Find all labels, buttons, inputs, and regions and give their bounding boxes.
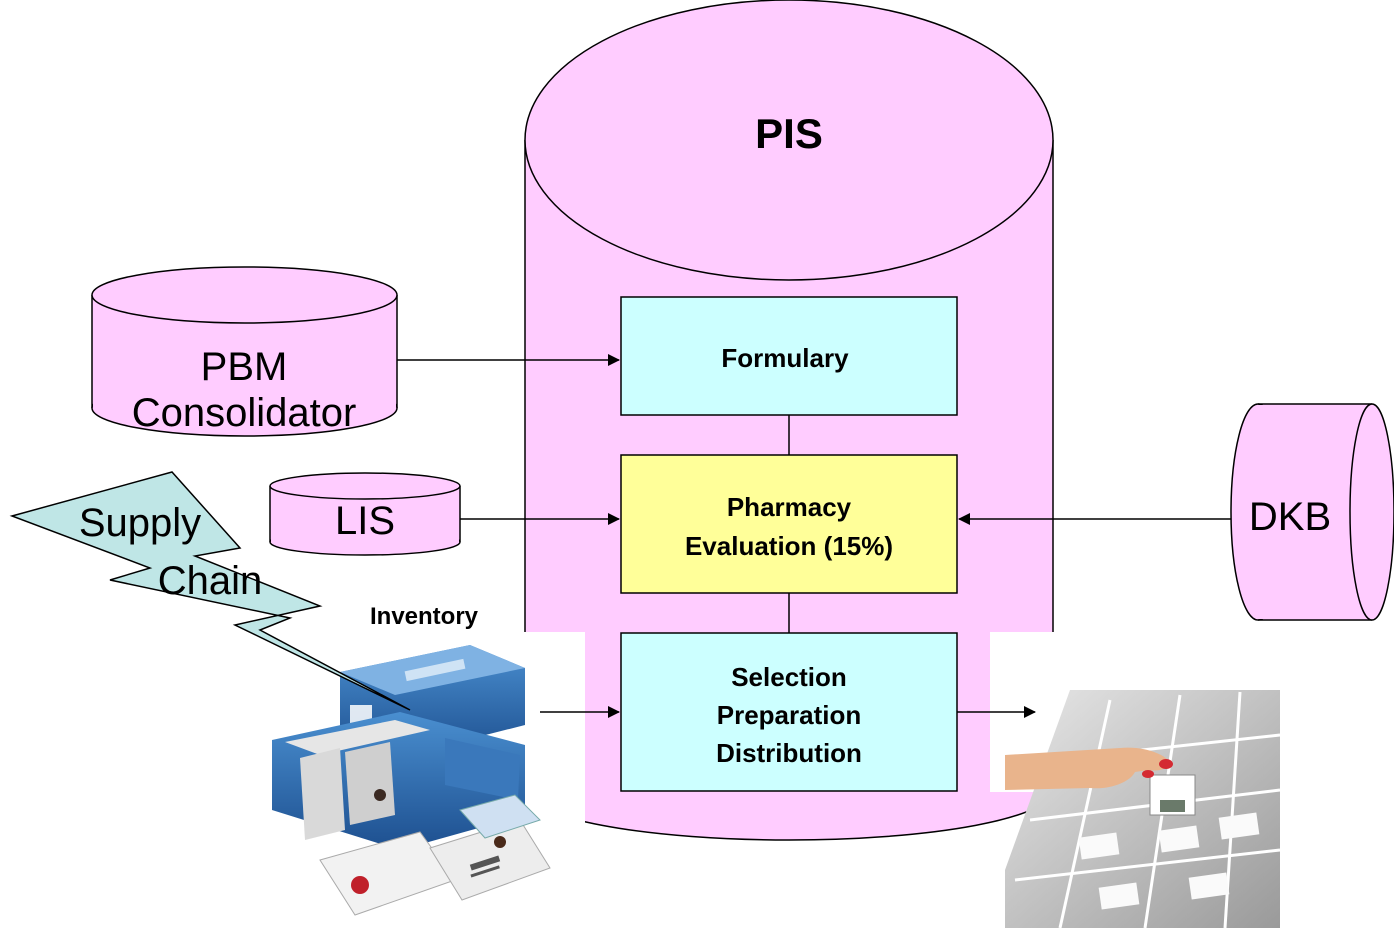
pis-cylinder: PIS	[524, 0, 1054, 841]
pharmacy-label-line1: Pharmacy	[727, 492, 852, 522]
supply-chain-line1: Supply	[79, 501, 201, 545]
dkb-cylinder: DKB	[1230, 403, 1394, 621]
pbm-consolidator-cylinder: PBM Consolidator	[91, 266, 398, 437]
pis-label: PIS	[755, 110, 823, 157]
lis-label: LIS	[335, 499, 395, 543]
pharmacy-evaluation-box: Pharmacy Evaluation (15%)	[620, 454, 958, 594]
formulary-label: Formulary	[721, 343, 849, 373]
pbm-label-line1: PBM	[201, 345, 288, 389]
pharmacy-label-line2: Evaluation (15%)	[685, 531, 893, 561]
hand-dispensing-drawer-photo	[1005, 690, 1281, 929]
dkb-label: DKB	[1249, 495, 1331, 539]
lis-cylinder: LIS	[269, 472, 461, 556]
selection-label-line3: Distribution	[716, 738, 862, 768]
pbm-label-line2: Consolidator	[132, 391, 357, 435]
inventory-label: Inventory	[370, 603, 479, 630]
selection-box: Selection Preparation Distribution	[620, 632, 958, 792]
selection-label-line2: Preparation	[717, 700, 862, 730]
supply-chain-bolt: Supply Chain	[9, 471, 411, 711]
medication-boxes-photo	[272, 645, 551, 916]
supply-chain-line2: Chain	[158, 559, 263, 603]
selection-label-line1: Selection	[731, 662, 847, 692]
formulary-box: Formulary	[620, 296, 958, 416]
